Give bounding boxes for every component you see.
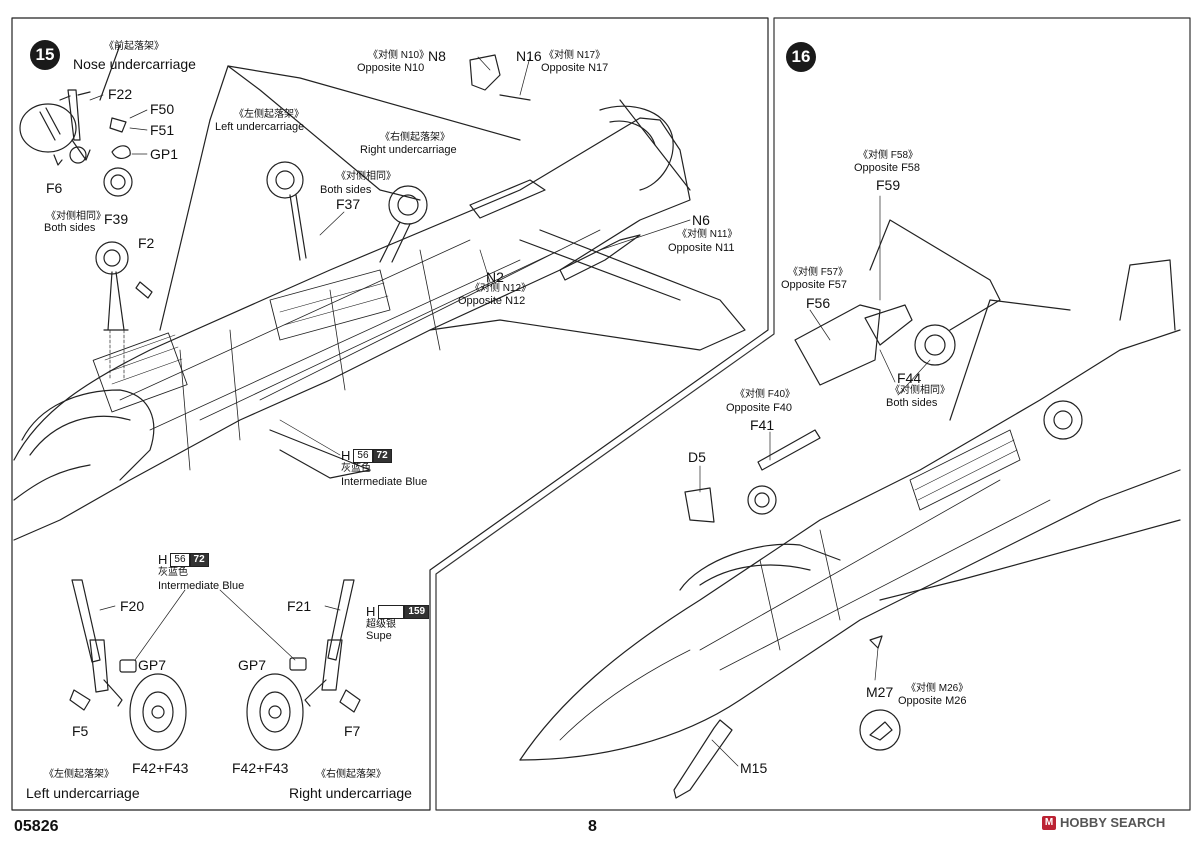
gear-color-code-h56: H 56 72	[158, 552, 209, 567]
opp-n11-cn: 《对侧 N11》	[677, 229, 738, 240]
color-num-b: 72	[372, 448, 392, 463]
step15-aircraft	[13, 54, 746, 541]
part-f56: F56	[806, 295, 831, 311]
part-f21: F21	[287, 598, 312, 614]
both-sides-en-2: Both sides	[320, 184, 372, 196]
opp-m26-cn: 《对侧 M26》	[906, 683, 969, 694]
part-gp1: GP1	[150, 146, 179, 162]
part-f37: F37	[336, 196, 361, 212]
opp-n10-cn: 《对侧 N10》	[368, 50, 430, 61]
color-cn: 灰蓝色	[341, 463, 371, 474]
part-f20: F20	[120, 598, 145, 614]
opp-n17-en: Opposite N17	[541, 62, 609, 74]
left-uc-cn: 《左侧起落架》	[234, 109, 304, 120]
step16-aircraft	[519, 219, 1181, 799]
gear-right-en: Right undercarriage	[289, 785, 412, 801]
part-f41: F41	[750, 417, 775, 433]
gear-color2-cn: 超级银	[366, 619, 396, 630]
gear-detail-leaders	[99, 589, 341, 661]
step-16-badge: 16	[786, 42, 816, 72]
both-sides-cn-1: 《对侧相同》	[46, 211, 106, 222]
opp-f58-cn: 《对侧 F58》	[858, 150, 919, 161]
part-f51: F51	[150, 122, 175, 138]
opp-n12-en: Opposite N12	[458, 295, 526, 307]
step16-frame	[435, 17, 1191, 811]
watermark-logo-icon: M	[1042, 815, 1056, 830]
both-sides-cn-16: 《对侧相同》	[890, 385, 950, 396]
color-letter: H	[341, 448, 351, 463]
right-uc-en: Right undercarriage	[360, 144, 457, 156]
opp-f40-cn: 《对侧 F40》	[735, 389, 796, 400]
step-15-badge: 15	[30, 40, 60, 70]
opp-f58-en: Opposite F58	[854, 162, 921, 174]
part-n6: N6	[692, 212, 710, 228]
color-num-a: 56	[353, 448, 373, 463]
part-n2: N2	[486, 269, 504, 285]
part-wheel-right: F42+F43	[232, 760, 289, 776]
part-wheel-left: F42+F43	[132, 760, 189, 776]
nose-uc-en: Nose undercarriage	[73, 56, 196, 72]
gear-color-letter: H	[158, 552, 168, 567]
right-uc-cn: 《右侧起落架》	[380, 132, 450, 143]
gear-color-num-a: 56	[170, 552, 190, 567]
step16-leaders	[699, 195, 931, 767]
gear-color-en: Intermediate Blue	[158, 580, 245, 592]
part-f44: F44	[897, 370, 922, 386]
watermark: M HOBBY SEARCH	[1042, 815, 1165, 830]
opp-n10-en: Opposite N10	[357, 62, 425, 74]
opp-m26-en: Opposite M26	[898, 695, 967, 707]
gear-color-cn: 灰蓝色	[158, 567, 188, 578]
part-m15: M15	[740, 760, 768, 776]
gear-left-cn: 《左侧起落架》	[44, 769, 114, 780]
gear-color2-num: 159	[404, 604, 430, 619]
left-uc-en: Left undercarriage	[215, 121, 305, 133]
gear-detail-right	[246, 579, 361, 751]
both-sides-en-1: Both sides	[44, 222, 96, 234]
gear-color2-blank	[378, 604, 405, 619]
part-f5: F5	[72, 723, 89, 739]
part-d5: D5	[688, 449, 706, 465]
gear-left-en: Left undercarriage	[26, 785, 140, 801]
part-m27: M27	[866, 684, 894, 700]
gear-color-num-b: 72	[189, 552, 209, 567]
both-sides-en-16: Both sides	[886, 397, 938, 409]
color-code-h56: H 56 72	[341, 448, 392, 463]
part-f39: F39	[104, 211, 129, 227]
gear-right-cn: 《右侧起落架》	[316, 769, 386, 780]
nose-uc-cn: 《前起落架》	[104, 41, 164, 52]
gear-color2-en: Supe	[366, 630, 392, 642]
gear-detail-left	[69, 579, 187, 751]
part-n8: N8	[428, 48, 446, 64]
part-f2: F2	[138, 235, 155, 251]
part-gp7-right: GP7	[238, 657, 267, 673]
part-n16: N16	[516, 48, 542, 64]
part-f7: F7	[344, 723, 361, 739]
part-f59: F59	[876, 177, 901, 193]
opp-n17-cn: 《对侧 N17》	[544, 50, 606, 61]
part-f22: F22	[108, 86, 133, 102]
both-sides-cn-2: 《对侧相同》	[336, 171, 396, 182]
step-16-number: 16	[791, 47, 811, 66]
part-f6: F6	[46, 180, 63, 196]
opp-f57-cn: 《对侧 F57》	[788, 267, 849, 278]
opp-n11-en: Opposite N11	[668, 242, 735, 254]
gear-color2-letter: H	[366, 604, 376, 619]
gear-color-code-h159: H 159	[366, 604, 430, 619]
opp-n12-cn: 《对侧 N12》	[470, 283, 532, 294]
opp-f40-en: Opposite F40	[726, 402, 793, 414]
step-15-number: 15	[35, 45, 55, 64]
page-number: 8	[588, 818, 597, 835]
watermark-text: HOBBY SEARCH	[1060, 815, 1166, 830]
part-gp7-left: GP7	[138, 657, 167, 673]
color-en: Intermediate Blue	[341, 476, 428, 488]
step15-frame	[11, 17, 769, 811]
product-code: 05826	[14, 818, 59, 835]
step15-leaders	[89, 56, 691, 456]
nose-gear-exploded	[19, 44, 153, 381]
part-f50: F50	[150, 101, 175, 117]
opp-f57-en: Opposite F57	[781, 279, 848, 291]
